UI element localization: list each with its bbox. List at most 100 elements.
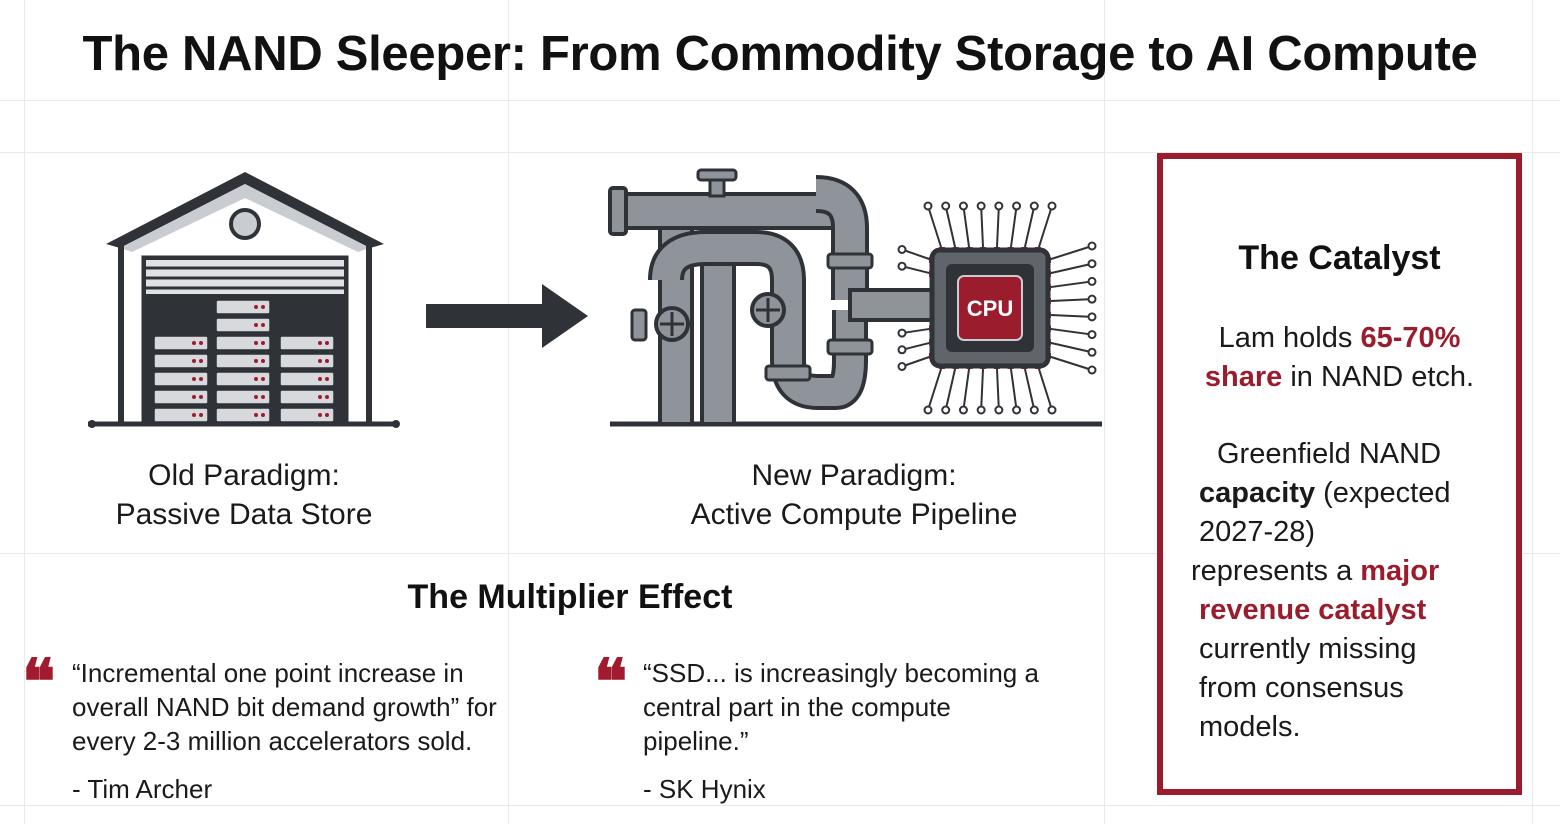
server-rack xyxy=(279,353,335,369)
server-led xyxy=(192,395,196,399)
circuit-node xyxy=(897,328,907,338)
catalyst-box: The Catalyst Lam holds 65-70% share in N… xyxy=(1157,153,1522,795)
server-rack xyxy=(279,371,335,387)
circuit-node xyxy=(1087,259,1097,269)
circuit-node xyxy=(897,261,907,271)
server-rack xyxy=(279,335,335,351)
grid-line xyxy=(0,100,1560,101)
circuit-trace xyxy=(980,205,985,251)
server-led xyxy=(192,413,196,417)
circuit-trace xyxy=(1023,205,1036,251)
circuit-trace xyxy=(1047,262,1093,275)
server-led xyxy=(199,377,203,381)
server-led xyxy=(199,341,203,345)
circuit-trace xyxy=(962,365,971,411)
server-rack xyxy=(279,389,335,405)
circuit-node xyxy=(1047,405,1057,415)
server-led xyxy=(318,341,322,345)
circuit-trace xyxy=(1009,365,1018,411)
circuit-node xyxy=(1029,201,1039,211)
arrow-right-icon xyxy=(426,284,588,348)
server-rack xyxy=(215,299,271,315)
grid-line xyxy=(1104,0,1105,824)
old-paradigm-line2: Passive Data Store xyxy=(115,498,373,531)
server-led xyxy=(199,359,203,363)
server-led xyxy=(199,395,203,399)
quote-1-author: - Tim Archer xyxy=(72,774,213,804)
server-rack xyxy=(215,389,271,405)
circuit-trace xyxy=(901,327,933,335)
server-led xyxy=(192,341,196,345)
multiplier-heading: The Multiplier Effect xyxy=(407,578,733,616)
server-led xyxy=(254,305,258,309)
server-led xyxy=(261,413,265,417)
quote-2-text: “SSD... is increasingly becoming a centr… xyxy=(643,658,1039,756)
server-led xyxy=(254,359,258,363)
circuit-node xyxy=(897,345,907,355)
circuit-node xyxy=(994,201,1004,211)
old-paradigm-caption: Old Paradigm: Passive Data Store xyxy=(24,456,464,534)
server-rack xyxy=(279,407,335,423)
circuit-trace xyxy=(901,265,933,275)
circuit-trace xyxy=(1047,341,1093,354)
circuit-node xyxy=(958,201,968,211)
circuit-node xyxy=(994,405,1004,415)
circuit-trace xyxy=(927,205,943,251)
catalyst-share-text: Lam holds 65-70% share in NAND etch. xyxy=(1204,322,1475,393)
circuit-node xyxy=(1087,276,1097,286)
server-led xyxy=(261,359,265,363)
server-led xyxy=(318,359,322,363)
circuit-trace xyxy=(1047,245,1093,261)
circuit-node xyxy=(897,362,907,371)
circuit-node xyxy=(976,201,986,211)
circuit-trace xyxy=(995,205,1000,251)
circuit-trace xyxy=(901,248,933,261)
server-led xyxy=(261,305,265,309)
catalyst-title: The Catalyst xyxy=(1238,239,1441,277)
server-led xyxy=(254,341,258,345)
server-rack xyxy=(215,317,271,333)
server-rack xyxy=(153,353,209,369)
new-paradigm-line2: Active Compute Pipeline xyxy=(690,498,1018,531)
circuit-trace xyxy=(1047,327,1093,336)
grid-line xyxy=(24,0,25,824)
server-led xyxy=(254,377,258,381)
circuit-trace xyxy=(901,355,933,368)
circuit-node xyxy=(1087,347,1097,357)
server-led xyxy=(254,323,258,327)
circuit-node xyxy=(1047,201,1057,211)
server-led xyxy=(325,395,329,399)
grid-line xyxy=(508,0,509,824)
circuit-trace xyxy=(1047,280,1093,289)
quote-mark-icon: ❝ xyxy=(594,645,628,718)
server-rack xyxy=(153,371,209,387)
server-rack xyxy=(215,371,271,387)
circuit-node xyxy=(1087,241,1097,251)
circuit-trace xyxy=(1023,365,1036,411)
circuit-trace xyxy=(962,205,971,251)
cpu-label: CPU xyxy=(967,296,1013,321)
grid-line xyxy=(0,805,1560,806)
circuit-trace xyxy=(980,365,985,411)
circuit-node xyxy=(923,405,933,415)
circuit-trace xyxy=(944,365,957,411)
circuit-node xyxy=(941,405,951,415)
warehouse-icon xyxy=(88,172,400,428)
catalyst-capacity-text: Greenfield NAND capacity (expected 2027-… xyxy=(1191,438,1451,743)
circuit-node xyxy=(1087,365,1097,375)
server-led xyxy=(254,413,258,417)
server-led xyxy=(192,377,196,381)
circuit-trace xyxy=(1047,313,1093,318)
server-led xyxy=(325,341,329,345)
pipeline-icon: CPU xyxy=(608,168,1102,427)
circuit-trace xyxy=(1037,365,1053,411)
circuit-node xyxy=(958,405,968,415)
server-led xyxy=(261,341,265,345)
circuit-trace xyxy=(901,341,933,351)
server-rack xyxy=(153,389,209,405)
server-rack xyxy=(215,335,271,351)
quote-mark-icon: ❝ xyxy=(22,645,56,718)
page-title: The NAND Sleeper: From Commodity Storage… xyxy=(82,27,1478,81)
circuit-node xyxy=(1087,312,1097,322)
circuit-node xyxy=(976,405,986,415)
